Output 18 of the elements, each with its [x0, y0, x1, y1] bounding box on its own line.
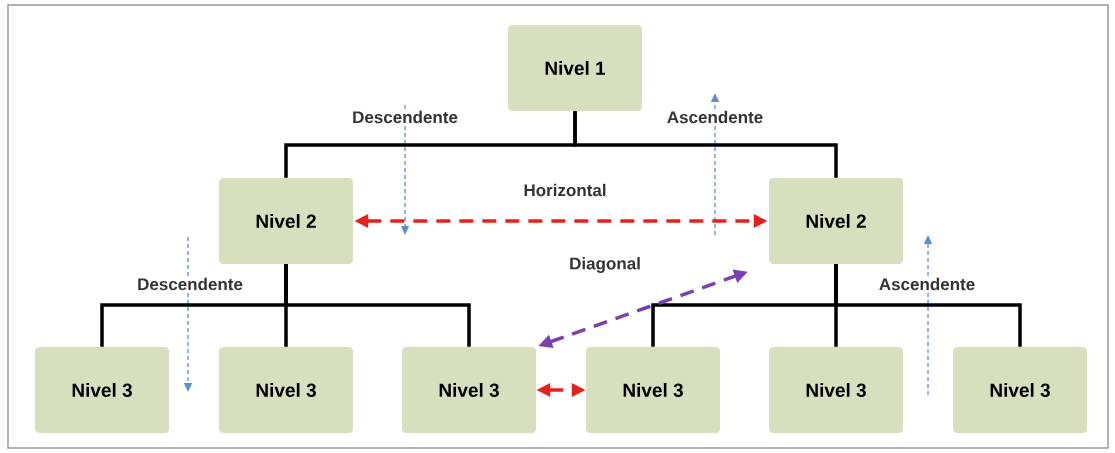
direction-label: Ascendente	[665, 109, 765, 125]
level-box: Nivel 3	[769, 347, 903, 433]
level-box: Nivel 2	[769, 178, 903, 264]
edge-label: Diagonal	[567, 255, 643, 275]
level-box: Nivel 3	[35, 347, 169, 433]
connector	[834, 264, 1022, 347]
level-box: Nivel 1	[508, 25, 642, 111]
connector	[284, 264, 471, 347]
level-box: Nivel 3	[586, 347, 720, 433]
connector	[573, 111, 838, 178]
level-box: Nivel 3	[402, 347, 536, 433]
level-box: Nivel 3	[953, 347, 1087, 433]
direction-label: Descendente	[135, 276, 245, 292]
level-box: Nivel 2	[219, 178, 353, 264]
direction-label: Ascendente	[877, 276, 977, 292]
edge-label: Horizontal	[521, 181, 609, 199]
level-box: Nivel 3	[219, 347, 353, 433]
direction-label: Descendente	[350, 109, 460, 125]
